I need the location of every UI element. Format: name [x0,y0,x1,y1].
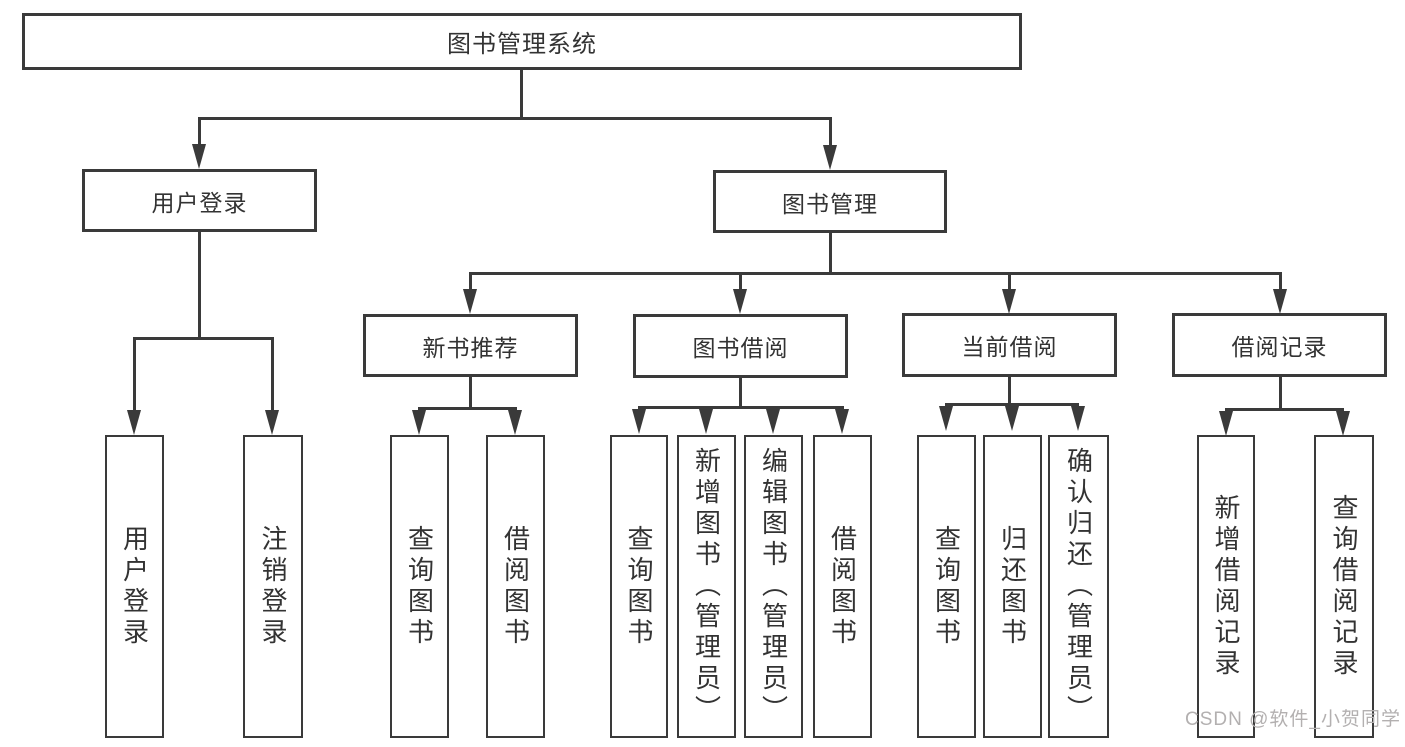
leaf-bb-edit-books-admin: 编辑图书（管理员） [744,435,803,738]
node-library-management-system-label: 图书管理系统 [447,31,597,58]
connector-user-login-stem [198,230,201,338]
node-borrow-records: 借阅记录 [1172,313,1387,377]
arrowhead-book-borrow [733,289,747,314]
node-book-management-label: 图书管理 [782,190,878,217]
connector-current-borrow-stem [1008,377,1011,406]
arrowhead-bb-borrow [835,409,849,434]
leaf-bb-query-books: 查询图书 [610,435,668,738]
connector-user-login-rail [133,337,274,340]
connector-borrow-records-stem [1279,377,1282,411]
leaf-nb-borrow-books: 借阅图书 [486,435,545,738]
connector-drop-login-leaf [133,339,136,411]
node-new-books: 新书推荐 [363,314,578,377]
connector-drop-current-borrow [1008,274,1011,290]
leaf-cb-query-books-label: 查询图书 [931,524,962,649]
arrowhead-new-books [463,289,477,314]
leaf-bb-add-books-admin-label: 新增图书（管理员） [691,447,722,726]
connector-book-management-stem [829,232,832,275]
arrowhead-logout-leaf [265,410,279,435]
connector-drop-borrow-records [1279,274,1282,290]
node-user-login: 用户登录 [82,169,317,232]
arrowhead-book-management [823,145,837,170]
leaf-br-query-record-label: 查询借阅记录 [1329,493,1359,680]
node-book-management: 图书管理 [713,170,947,233]
arrowhead-cb-confirm [1071,406,1085,431]
connector-book-borrow-rail [638,406,844,409]
arrowhead-br-query [1336,411,1350,436]
arrowhead-nb-borrow [508,410,522,435]
arrowhead-br-add [1219,411,1233,436]
connector-drop-new-books [469,274,472,290]
arrowhead-current-borrow [1002,289,1016,314]
arrowhead-nb-query [412,410,426,435]
node-library-management-system: 图书管理系统 [22,13,1022,70]
node-book-borrow-label: 图书借阅 [692,335,789,361]
connector-book-borrow-stem [739,377,742,409]
connector-drop-book-borrow [739,274,742,290]
leaf-user-login-label: 用户登录 [119,524,150,649]
node-current-borrow: 当前借阅 [902,313,1117,377]
leaf-nb-borrow-books-label: 借阅图书 [500,524,531,649]
node-borrow-records-label: 借阅记录 [1231,334,1328,360]
connector-level3-rail [469,272,1282,275]
arrowhead-bb-add [699,409,713,434]
connector-level2-rail [198,117,832,120]
arrowhead-borrow-records [1273,289,1287,314]
leaf-user-login: 用户登录 [105,435,164,738]
connector-drop-logout-leaf [271,339,274,411]
leaf-bb-add-books-admin: 新增图书（管理员） [677,435,736,738]
connector-borrow-records-rail [1225,408,1344,411]
arrowhead-user-login [192,144,206,169]
leaf-bb-edit-books-admin-label: 编辑图书（管理员） [758,447,789,726]
node-new-books-label: 新书推荐 [422,334,519,361]
node-book-borrow: 图书借阅 [633,314,848,378]
leaf-cb-return-books: 归还图书 [983,435,1042,738]
leaf-logout: 注销登录 [243,435,303,738]
leaf-br-add-record: 新增借阅记录 [1197,435,1255,738]
arrowhead-login-leaf [127,410,141,435]
arrowhead-cb-query [939,406,953,431]
leaf-nb-query-books: 查询图书 [390,435,449,738]
leaf-nb-query-books-label: 查询图书 [404,524,435,649]
leaf-bb-query-books-label: 查询图书 [624,524,654,649]
connector-current-borrow-rail [945,403,1079,406]
leaf-logout-label: 注销登录 [258,524,288,649]
connector-drop-user-login [198,119,201,146]
arrowhead-bb-query [632,409,646,434]
arrowhead-cb-return [1005,406,1019,431]
arrowhead-bb-edit [766,409,780,434]
connector-root-stem [520,70,523,118]
connector-new-books-rail [418,407,517,410]
leaf-cb-query-books: 查询图书 [917,435,976,738]
leaf-br-query-record: 查询借阅记录 [1314,435,1374,738]
leaf-cb-confirm-return-admin: 确认归还（管理员） [1048,435,1109,738]
leaf-bb-borrow-books: 借阅图书 [813,435,872,738]
csdn-watermark: CSDN @软件_小贺同学 [1185,709,1401,730]
node-user-login-label: 用户登录 [151,189,248,216]
leaf-cb-confirm-return-admin-label: 确认归还（管理员） [1063,447,1094,726]
connector-new-books-stem [469,377,472,410]
node-current-borrow-label: 当前借阅 [961,334,1058,360]
connector-drop-book-management [829,119,832,147]
leaf-br-add-record-label: 新增借阅记录 [1211,493,1241,680]
leaf-cb-return-books-label: 归还图书 [997,524,1028,649]
leaf-bb-borrow-books-label: 借阅图书 [827,524,858,649]
